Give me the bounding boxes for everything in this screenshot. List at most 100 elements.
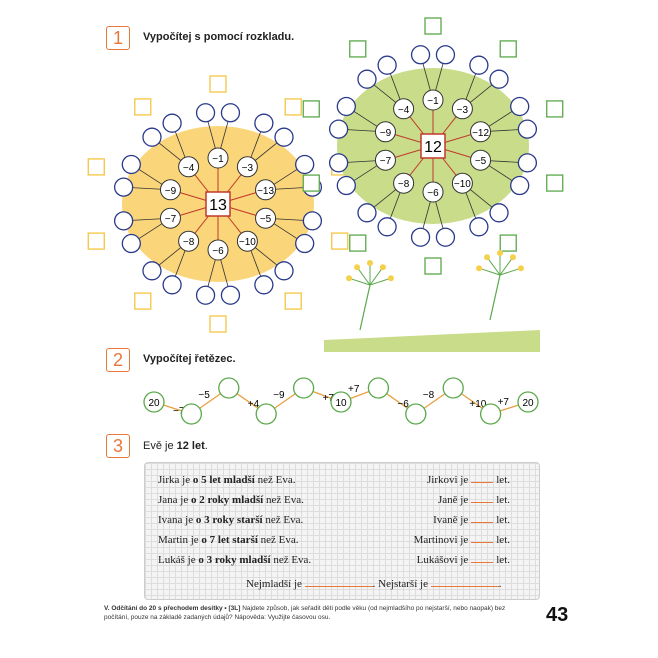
answer-circle-input[interactable] <box>336 175 356 196</box>
answer-circle-input[interactable] <box>113 211 134 231</box>
chain-circle-input[interactable] <box>255 403 277 425</box>
subtrahend-circle <box>178 230 200 252</box>
age-input[interactable] <box>471 482 494 483</box>
answer-square-input[interactable] <box>349 234 367 252</box>
chain-value: 20 <box>148 398 160 409</box>
age-input[interactable] <box>471 502 494 503</box>
age-input[interactable] <box>471 522 494 523</box>
answer-square-input[interactable] <box>302 100 320 118</box>
umbel-ray <box>356 266 371 286</box>
umbel-ray <box>348 277 371 286</box>
subtrahend-circle <box>178 156 200 178</box>
flower-head <box>346 275 353 282</box>
chain-value: 10 <box>335 398 347 409</box>
answer-circle-input[interactable] <box>489 203 509 223</box>
subtrahend-label: −12 <box>472 128 489 139</box>
answer-circle-input[interactable] <box>469 55 489 75</box>
answer-circle-input[interactable] <box>469 217 489 237</box>
statement-row: Lukáš je o 3 roky mladší než Eva. <box>158 554 312 566</box>
answer-circle-input[interactable] <box>435 45 456 65</box>
chain-circle-input[interactable] <box>218 377 240 399</box>
chain-operation: −5 <box>198 390 210 401</box>
answer-circle-input[interactable] <box>377 217 397 237</box>
answer-circle-input[interactable] <box>195 103 216 123</box>
answer-square-input[interactable] <box>284 98 302 116</box>
answer-circle-input[interactable] <box>295 154 315 175</box>
answer-circle-input[interactable] <box>142 127 162 147</box>
answer-circle-input[interactable] <box>357 203 377 223</box>
answer-circle-input[interactable] <box>510 96 530 117</box>
flower-head <box>367 260 373 266</box>
subtrahend-circle <box>451 98 473 120</box>
answer-circle-input[interactable] <box>336 96 356 117</box>
answer-square-input[interactable] <box>424 257 442 275</box>
answer-square-input[interactable] <box>134 292 152 310</box>
answer-square-input[interactable] <box>546 174 564 192</box>
answer-circle-input[interactable] <box>274 261 294 281</box>
flower-head <box>497 250 503 256</box>
answer-square-input[interactable] <box>284 292 302 310</box>
answer-square-input[interactable] <box>499 40 517 58</box>
chain-circle-input[interactable] <box>180 403 203 425</box>
answer-circle-input[interactable] <box>435 227 456 247</box>
answer-circle-input[interactable] <box>517 153 538 173</box>
answer-circle-input[interactable] <box>121 154 141 175</box>
answer-circle-input[interactable] <box>295 233 315 254</box>
umbel-ray <box>478 267 501 276</box>
answer-square-input[interactable] <box>209 315 227 333</box>
answer-circle-input[interactable] <box>254 113 274 133</box>
answer-circle-input[interactable] <box>274 127 294 147</box>
chain-value-circle <box>143 391 165 413</box>
subtrahend-circle <box>207 147 229 169</box>
answer-circle-input[interactable] <box>113 177 134 197</box>
answer-square-input[interactable] <box>349 40 367 58</box>
chain-circle-input[interactable] <box>405 403 427 425</box>
answer-circle-input[interactable] <box>410 45 431 65</box>
answer-square-input[interactable] <box>87 158 105 176</box>
flower-head <box>509 254 516 261</box>
age-input[interactable] <box>471 562 494 563</box>
center-number: 12 <box>424 139 442 156</box>
meadow <box>324 330 540 352</box>
answer-circle-input[interactable] <box>220 285 241 305</box>
youngest-input[interactable] <box>304 586 373 587</box>
answer-circle-input[interactable] <box>162 275 182 295</box>
umbel-ray <box>499 267 522 276</box>
answer-circle-input[interactable] <box>302 211 323 231</box>
answer-circle-input[interactable] <box>142 261 162 281</box>
answer-circle-input[interactable] <box>328 119 349 139</box>
page-number: 43 <box>546 604 569 626</box>
answer-circle-input[interactable] <box>377 55 397 75</box>
chain-circle-input[interactable] <box>367 377 390 399</box>
subtrahend-circle <box>159 207 181 229</box>
answer-circle-input[interactable] <box>254 275 274 295</box>
chain-circle-input[interactable] <box>292 377 315 399</box>
chain-circle-input[interactable] <box>479 403 502 425</box>
answer-square-input[interactable] <box>546 100 564 118</box>
answer-square-input[interactable] <box>302 174 320 192</box>
answer-circle-input[interactable] <box>357 69 377 89</box>
chain-operation: +7 <box>348 384 360 395</box>
answer-circle-input[interactable] <box>410 227 431 247</box>
answer-square-input[interactable] <box>499 234 517 252</box>
age-input[interactable] <box>471 542 494 543</box>
answer-circle-input[interactable] <box>195 285 216 305</box>
answer-circle-input[interactable] <box>328 153 349 173</box>
answer-circle-input[interactable] <box>510 175 530 196</box>
answer-circle-input[interactable] <box>489 69 509 89</box>
answer-circle-input[interactable] <box>517 119 538 139</box>
subtrahend-label: −10 <box>239 237 256 248</box>
answer-circle-input[interactable] <box>162 113 182 133</box>
answer-circle-input[interactable] <box>220 103 241 123</box>
answer-square-input[interactable] <box>209 75 227 93</box>
chain-circle-input[interactable] <box>442 377 464 399</box>
subtrahend-label: −4 <box>183 163 195 174</box>
answer-square-input[interactable] <box>331 232 349 250</box>
answer-circle-input[interactable] <box>121 233 141 254</box>
oldest-input[interactable] <box>430 586 499 587</box>
subtrahend-circle <box>470 121 492 143</box>
answer-square-input[interactable] <box>134 98 152 116</box>
chain-operation: −8 <box>423 390 435 401</box>
answer-square-input[interactable] <box>87 232 105 250</box>
answer-square-input[interactable] <box>424 17 442 35</box>
